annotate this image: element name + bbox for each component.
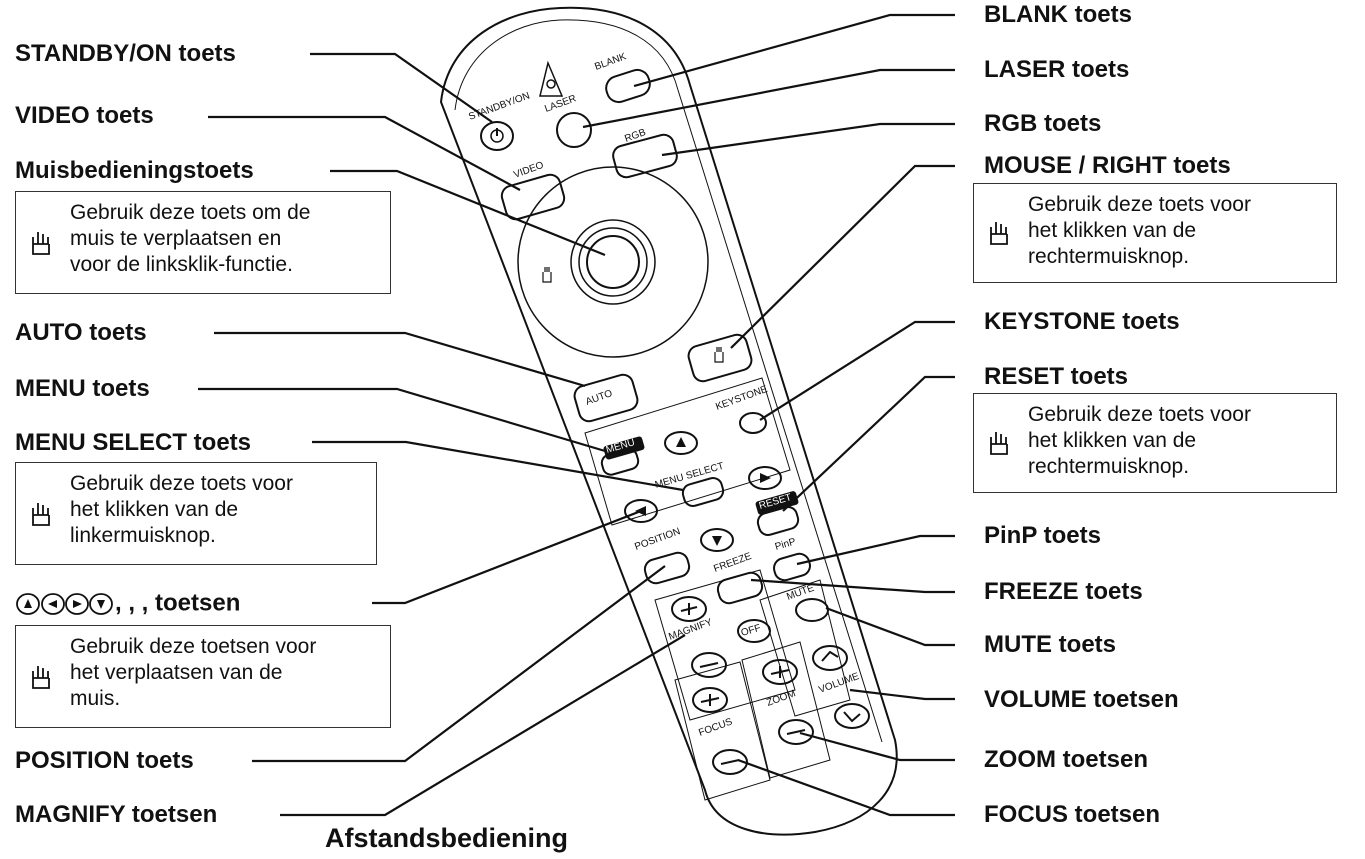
label-mouse-control: Muisbedieningstoets [15, 157, 254, 184]
note-line: Gebruik deze toets voor [1028, 193, 1251, 216]
note-line: het klikken van de [1028, 219, 1197, 242]
note-line: Gebruik deze toets om de [70, 201, 311, 224]
note-line: rechtermuisknop. [1028, 455, 1190, 478]
note-line: Gebruik deze toetsen voor [70, 635, 317, 658]
arrow-down-icon [97, 600, 105, 609]
leader-lines [198, 13, 955, 817]
note-mouse-right: Gebruik deze toets voor het klikken van … [973, 183, 1337, 283]
note-line: het klikken van de [1028, 429, 1197, 452]
arrow-right-icon [73, 600, 82, 608]
note-line: Gebruik deze toets voor [70, 472, 293, 495]
label-menu: MENU toets [15, 375, 150, 402]
note-line: Gebruik deze toets voor [1028, 403, 1251, 426]
note-line: muis te verplaatsen en [70, 227, 282, 250]
mouse-hand-icon [990, 222, 1008, 245]
mouse-hand-icon [542, 267, 724, 363]
label-menu-select: MENU SELECT toets [15, 429, 252, 456]
label-laser: LASER toets [984, 56, 1130, 83]
note-line: linkermuisknop. [70, 524, 216, 547]
note-line: muis. [70, 687, 121, 710]
note-line: het verplaatsen van de [70, 661, 283, 684]
label-video: VIDEO toets [15, 102, 154, 129]
label-reset: RESET toets [984, 363, 1129, 390]
label-focus: FOCUS toetsen [984, 801, 1161, 828]
arrow-up-icon [24, 599, 32, 608]
remote-control [439, 6, 898, 836]
label-mute: MUTE toets [984, 631, 1116, 658]
note-arrows: Gebruik deze toetsen voor het verplaatse… [15, 625, 391, 728]
label-arrows-text: , , , toetsen [115, 589, 241, 617]
label-keystone: KEYSTONE toets [984, 308, 1180, 335]
label-magnify: MAGNIFY toetsen [15, 801, 218, 828]
label-zoom: ZOOM toetsen [984, 746, 1149, 773]
note-line: het klikken van de [70, 498, 239, 521]
label-auto: AUTO toets [15, 319, 147, 346]
label-pinp: PinP toets [984, 522, 1101, 549]
note-line: voor de linksklik-functie. [70, 253, 293, 276]
label-blank: BLANK toets [984, 1, 1132, 28]
label-freeze: FREEZE toets [984, 578, 1143, 605]
label-position: POSITION toets [15, 747, 194, 774]
label-arrows: , , , toetsen [15, 591, 240, 617]
note-reset: Gebruik deze toets voor het klikken van … [973, 393, 1337, 493]
arrow-left-icon [48, 600, 57, 608]
mouse-hand-icon [32, 231, 50, 255]
label-volume: VOLUME toetsen [984, 686, 1179, 713]
note-line: rechtermuisknop. [1028, 245, 1190, 268]
note-menu-select: Gebruik deze toets voor het klikken van … [15, 462, 377, 565]
label-rgb: RGB toets [984, 110, 1102, 137]
label-standby: STANDBY/ON toets [15, 40, 236, 67]
mouse-hand-icon [32, 665, 50, 689]
remote-text-off: OFF [740, 623, 762, 639]
diagram-title: Afstandsbediening [325, 823, 569, 853]
note-mouse-control: Gebruik deze toets om de muis te verplaa… [15, 191, 391, 294]
label-mouse-right: MOUSE / RIGHT toets [984, 152, 1231, 179]
mouse-hand-icon [990, 432, 1008, 455]
mouse-hand-icon [32, 502, 50, 526]
